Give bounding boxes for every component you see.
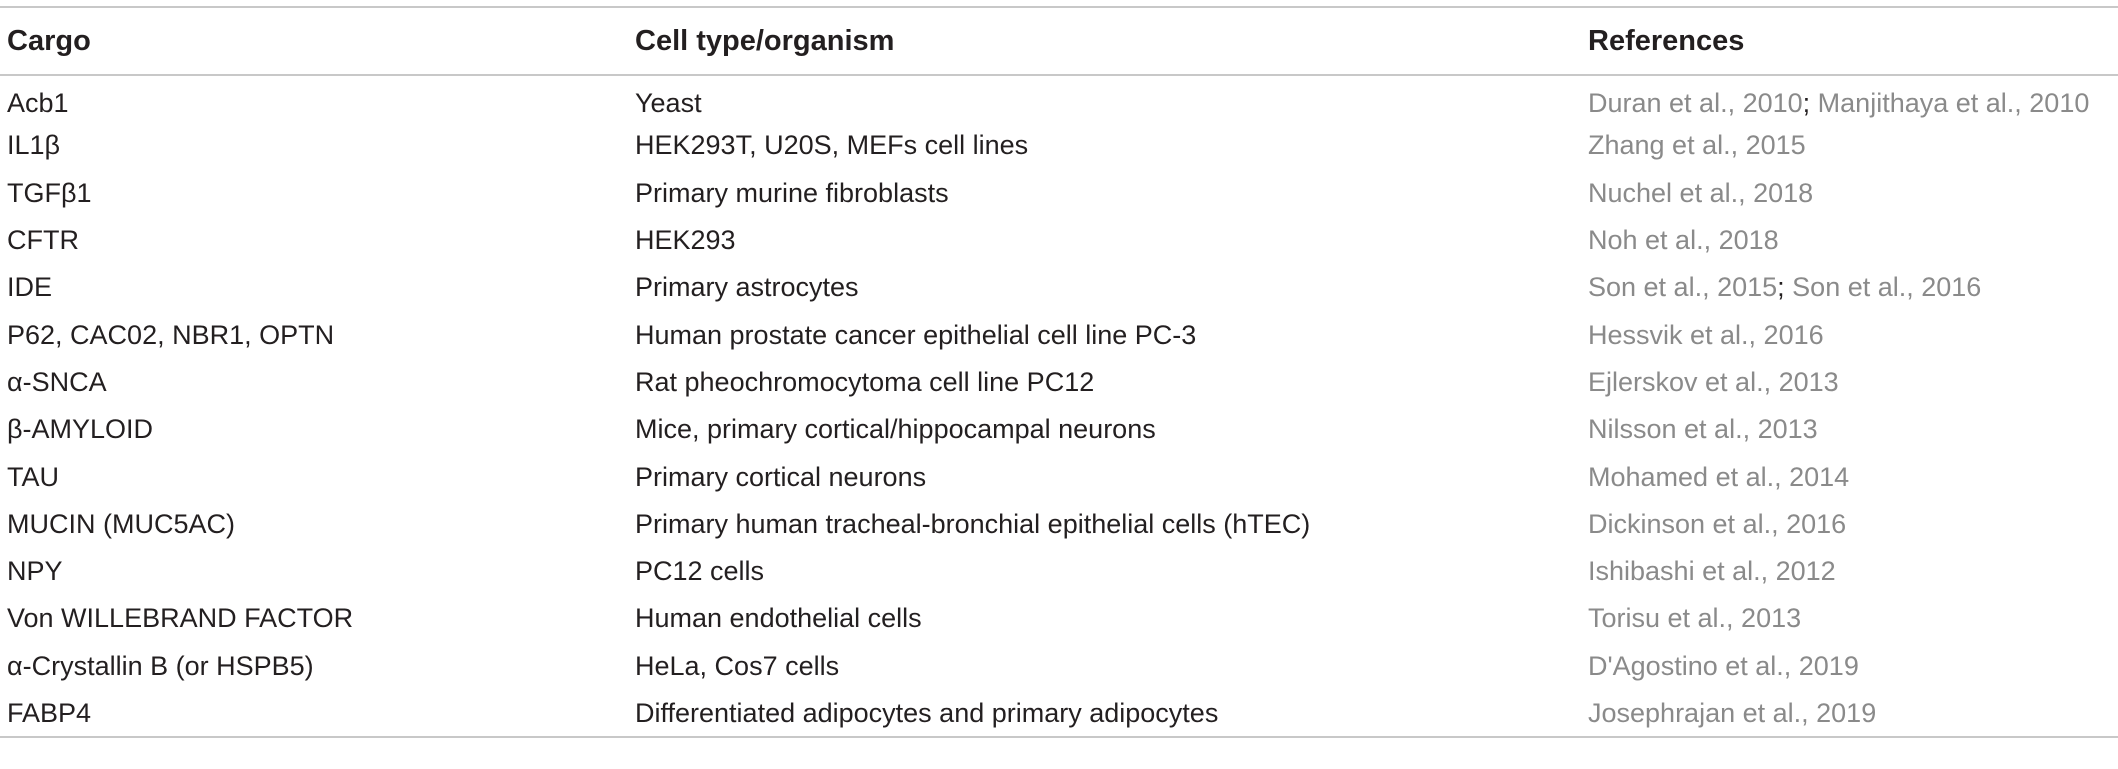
reference-link[interactable]: Nilsson et al., 2013 [1588,414,1818,445]
cell-organism: Primary cortical neurons [635,461,927,492]
reference-link[interactable]: Ejlerskov et al., 2013 [1588,366,1839,397]
cell-organism: Human endothelial cells [635,603,922,634]
cell-references: Mohamed et al., 2014 [1586,453,2118,500]
table-row: TAU Primary cortical neurons Mohamed et al… [0,453,2118,500]
reference-link[interactable]: Duran et al., 2010 [1588,88,1803,119]
cell-cargo: IDE [7,272,53,303]
cell-cargo: MUCIN (MUC5AC) [7,508,235,539]
cell-references: Ejlerskov et al., 2013 [1586,359,2118,406]
cell-organism: HEK293T, U20S, MEFs cell lines [635,130,1029,161]
cell-organism: Primary human tracheal-bronchial epithel… [635,508,1311,539]
cell-references: Torisu et al., 2013 [1586,595,2118,642]
cargo-table: Cargo Cell type/organism References Acb1… [0,6,2118,738]
cell-cargo: TGFβ1 [7,177,92,208]
cell-organism: Human prostate cancer epithelial cell li… [635,319,1197,350]
reference-link[interactable]: Manjithaya et al., 2010 [1817,88,2090,119]
cell-cargo: CFTR [7,225,79,256]
cell-references: Nuchel et al., 2018 [1586,170,2118,217]
cell-organism: Yeast [635,88,702,119]
cell-references: Noh et al., 2018 [1586,217,2118,264]
reference-link[interactable]: Noh et al., 2018 [1588,225,1779,256]
cell-references: D'Agostino et al., 2019 [1586,643,2118,690]
reference-link[interactable]: Son et al., 2016 [1792,272,1982,303]
table-row: α-Crystallin B (or HSPB5) HeLa, Cos7 cell… [0,643,2118,690]
reference-link[interactable]: Josephrajan et al., 2019 [1588,697,1877,728]
table-row: Acb1 Yeast Duran et al., 2010; Manjithaya … [0,75,2118,122]
table-body: Acb1 Yeast Duran et al., 2010; Manjithaya … [0,75,2118,738]
table-row: Von WILLEBRAND FACTOR Human endothelial c… [0,595,2118,642]
reference-link[interactable]: Mohamed et al., 2014 [1588,461,1850,492]
reference-link[interactable]: Dickinson et al., 2016 [1588,508,1847,539]
header-cargo: Cargo [7,24,91,57]
cell-references: Duran et al., 2010; Manjithaya et al., 2… [1586,75,2118,122]
cell-references: Dickinson et al., 2016 [1586,501,2118,548]
cell-organism: Mice, primary cortical/hippocampal neuro… [635,414,1156,445]
table-row: MUCIN (MUC5AC) Primary human tracheal-bro… [0,501,2118,548]
cell-cargo: Von WILLEBRAND FACTOR [7,603,354,634]
table-row: NPY PC12 cells Ishibashi et al., 2012 [0,548,2118,595]
cell-references: Josephrajan et al., 2019 [1586,690,2118,737]
cell-references: Zhang et al., 2015 [1586,122,2118,169]
table-row: α-SNCA Rat pheochromocytoma cell line PC1… [0,359,2118,406]
cell-cargo: P62, CAC02, NBR1, OPTN [7,319,335,350]
table-row: CFTR HEK293 Noh et al., 2018 [0,217,2118,264]
reference-link[interactable]: Ishibashi et al., 2012 [1588,556,1836,587]
table-row: P62, CAC02, NBR1, OPTN Human prostate can… [0,311,2118,358]
cell-cargo: α-Crystallin B (or HSPB5) [7,650,314,681]
table-row: TGFβ1 Primary murine fibroblasts Nuchel et… [0,170,2118,217]
header-cell-type: Cell type/organism [635,24,895,57]
cell-cargo: NPY [7,556,63,587]
cell-cargo: Acb1 [7,88,69,119]
reference-separator: ; [1777,272,1793,303]
reference-separator: ; [1802,88,1818,119]
cargo-table-container: Cargo Cell type/organism References Acb1… [0,6,2118,738]
table-header: Cargo Cell type/organism References [0,7,2118,75]
cell-cargo: FABP4 [7,697,92,728]
reference-link[interactable]: Hessvik et al., 2016 [1588,319,1824,350]
reference-link[interactable]: Zhang et al., 2015 [1588,130,1806,161]
table-row: IL1β HEK293T, U20S, MEFs cell lines Zhang … [0,122,2118,169]
reference-link[interactable]: Son et al., 2015 [1588,272,1778,303]
cell-organism: Rat pheochromocytoma cell line PC12 [635,366,1095,397]
reference-link[interactable]: Torisu et al., 2013 [1588,603,1802,634]
table-row: FABP4 Differentiated adipocytes and prima… [0,690,2118,738]
reference-link[interactable]: Nuchel et al., 2018 [1588,177,1814,208]
cell-organism: HEK293 [635,225,736,256]
cell-organism: Primary astrocytes [635,272,859,303]
cell-references: Son et al., 2015; Son et al., 2016 [1586,264,2118,311]
cell-cargo: TAU [7,461,59,492]
reference-link[interactable]: D'Agostino et al., 2019 [1588,650,1859,681]
cell-cargo: β-AMYLOID [7,414,154,445]
header-references: References [1588,24,1745,57]
cell-references: Ishibashi et al., 2012 [1586,548,2118,595]
cell-organism: Primary murine fibroblasts [635,177,949,208]
cell-organism: PC12 cells [635,556,765,587]
table-row: IDE Primary astrocytes Son et al., 2015; S… [0,264,2118,311]
header-row: Cargo Cell type/organism References [0,7,2118,75]
cell-cargo: α-SNCA [7,366,107,397]
cell-organism: HeLa, Cos7 cells [635,650,840,681]
cell-organism: Differentiated adipocytes and primary ad… [635,697,1219,728]
cell-cargo: IL1β [7,130,61,161]
cell-references: Hessvik et al., 2016 [1586,311,2118,358]
table-row: β-AMYLOID Mice, primary cortical/hippocam… [0,406,2118,453]
cell-references: Nilsson et al., 2013 [1586,406,2118,453]
